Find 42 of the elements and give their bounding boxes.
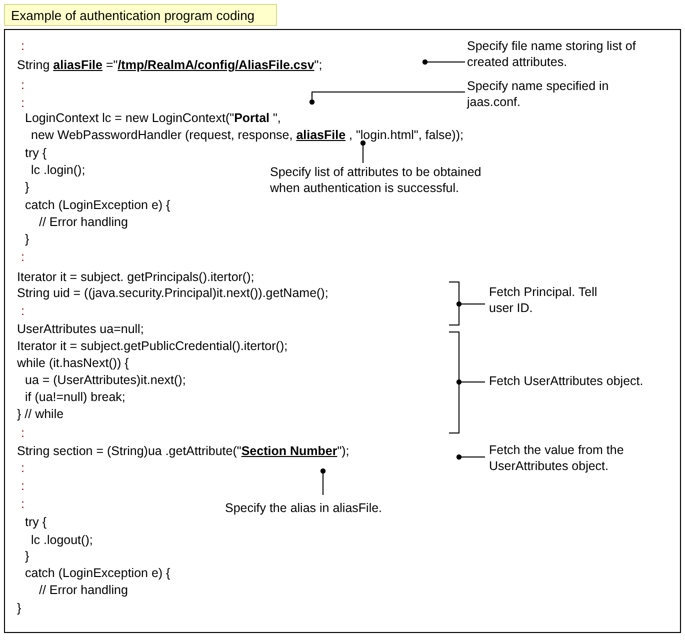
- ellipsis-mark: :: [21, 250, 24, 265]
- title-label: Example of authentication program coding: [4, 4, 277, 26]
- code-line: catch (LoginException e) {: [25, 566, 170, 581]
- code-line: lc .logout();: [31, 533, 93, 548]
- code-line: Iterator it = subject.getPublicCredential().itertor();: [17, 339, 288, 354]
- ellipsis-mark: :: [21, 39, 24, 54]
- ellipsis-mark: :: [21, 497, 24, 512]
- ellipsis-mark: :: [21, 426, 24, 441]
- ellipsis-mark: :: [21, 78, 24, 93]
- ellipsis-mark: :: [21, 479, 24, 494]
- code-line: String section = (String)ua .getAttribute("Section Number");: [17, 444, 350, 459]
- code-line: }: [25, 549, 30, 564]
- leader-line: [456, 454, 486, 460]
- code-panel: [4, 29, 681, 633]
- code-line: } // while: [17, 407, 64, 422]
- ellipsis-mark: :: [21, 304, 24, 319]
- leader-line: [422, 59, 466, 65]
- code-line: // Error handling: [39, 583, 128, 598]
- code-line: }: [25, 180, 30, 195]
- leader-line: [320, 468, 326, 496]
- code-line: Iterator it = subject. getPrincipals().itertor();: [17, 270, 254, 285]
- code-line: UserAttributes ua=null;: [17, 322, 144, 337]
- code-line: new WebPasswordHandler (request, response, aliasFile , "login.html", false));: [31, 128, 464, 143]
- code-line: String aliasFile ="/tmp/RealmA/config/AliasFile.csv";: [17, 58, 322, 73]
- code-line: ua = (UserAttributes)it.next();: [25, 373, 186, 388]
- ellipsis-mark: :: [21, 96, 24, 111]
- leader-line: [309, 92, 466, 105]
- leader-line: [456, 379, 486, 385]
- code-line: LoginContext lc = new LoginContext("Portal ",: [25, 111, 281, 126]
- code-line: try {: [25, 146, 47, 161]
- code-line: lc .login();: [31, 163, 86, 178]
- code-line: try {: [25, 515, 47, 530]
- code-line: }: [17, 601, 22, 616]
- leader-line: [456, 301, 486, 307]
- code-line: if (ua!=null) break;: [25, 390, 126, 405]
- code-line: String uid = ((java.security.Principal)it.next()).getName();: [17, 286, 328, 301]
- code-line: while (it.hasNext()) {: [17, 356, 129, 371]
- code-line: }: [25, 232, 30, 247]
- ellipsis-mark: :: [21, 461, 24, 476]
- leader-line: [360, 140, 366, 164]
- code-line: // Error handling: [39, 215, 128, 230]
- code-line: catch (LoginException e) {: [25, 198, 170, 213]
